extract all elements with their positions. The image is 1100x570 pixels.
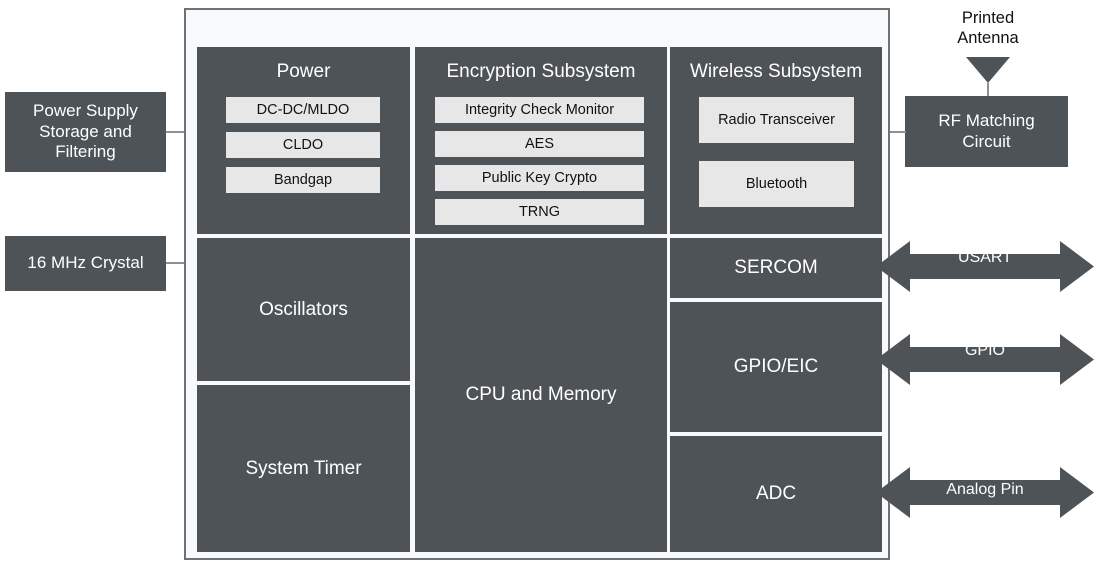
connector-crystal	[166, 262, 198, 264]
subsystem-wireless: Wireless Subsystem Radio Transceiver Blu…	[670, 47, 882, 234]
rf-matching-label: RF Matching Circuit	[938, 110, 1035, 151]
io-arrow-analog-pin-label: Analog Pin	[946, 481, 1024, 498]
block-dc-dc-mldo-label: DC-DC/MLDO	[256, 102, 350, 118]
io-arrow-gpio: GPIO	[876, 331, 1094, 388]
external-block-power-supply: Power Supply Storage and Filtering	[5, 92, 166, 172]
subsystem-wireless-title: Wireless Subsystem	[689, 61, 863, 82]
external-block-rf-matching: RF Matching Circuit	[905, 96, 1068, 167]
block-aes: AES	[435, 131, 644, 157]
block-cldo: CLDO	[226, 132, 380, 158]
block-sercom: SERCOM	[670, 238, 882, 298]
block-aes-label: AES	[524, 136, 554, 152]
block-trng-label: TRNG	[518, 204, 561, 220]
block-radio-transceiver-label: Radio Transceiver	[718, 112, 835, 128]
soc-container: Power DC-DC/MLDO CLDO Bandgap Encryption…	[184, 8, 890, 560]
block-radio-transceiver: Radio Transceiver	[699, 97, 854, 143]
subsystem-encryption-title: Encryption Subsystem	[446, 61, 636, 82]
connector-rf-matching	[879, 131, 906, 133]
block-oscillators: Oscillators	[197, 238, 410, 381]
block-oscillators-label: Oscillators	[259, 298, 348, 320]
external-block-crystal: 16 MHz Crystal	[5, 236, 166, 291]
block-bandgap-label: Bandgap	[273, 172, 333, 188]
block-adc: ADC	[670, 436, 882, 552]
subsystem-power-title: Power	[276, 61, 331, 82]
crystal-label: 16 MHz Crystal	[27, 253, 144, 273]
connector-power-supply	[166, 131, 198, 133]
block-trng: TRNG	[435, 199, 644, 225]
block-system-timer: System Timer	[197, 385, 410, 552]
block-gpio-eic: GPIO/EIC	[670, 302, 882, 432]
block-cpu-and-memory: CPU and Memory	[415, 238, 667, 552]
block-gpio-eic-label: GPIO/EIC	[733, 356, 819, 378]
io-arrow-usart-label: USART	[958, 249, 1012, 266]
power-supply-label: Power Supply Storage and Filtering	[33, 100, 138, 162]
block-bluetooth: Bluetooth	[699, 161, 854, 207]
block-bandgap: Bandgap	[226, 167, 380, 193]
block-system-timer-label: System Timer	[245, 457, 362, 479]
block-dc-dc-mldo: DC-DC/MLDO	[226, 97, 380, 123]
io-arrow-analog-pin: Analog Pin	[876, 464, 1094, 521]
io-arrow-gpio-label: GPIO	[964, 342, 1005, 359]
printed-antenna-icon	[966, 57, 1010, 83]
connector-antenna-to-rf	[987, 83, 989, 96]
block-cldo-label: CLDO	[282, 137, 324, 153]
block-integrity-check-monitor-label: Integrity Check Monitor	[464, 102, 615, 118]
io-arrow-usart: USART	[876, 238, 1094, 295]
block-bluetooth-label: Bluetooth	[745, 176, 808, 192]
block-sercom-label: SERCOM	[734, 257, 818, 279]
block-public-key-crypto: Public Key Crypto	[435, 165, 644, 191]
block-integrity-check-monitor: Integrity Check Monitor	[435, 97, 644, 123]
printed-antenna-label: Printed Antenna	[957, 9, 1019, 48]
subsystem-encryption: Encryption Subsystem Integrity Check Mon…	[415, 47, 667, 234]
block-public-key-crypto-label: Public Key Crypto	[481, 170, 598, 186]
subsystem-power: Power DC-DC/MLDO CLDO Bandgap	[197, 47, 410, 234]
block-adc-label: ADC	[755, 483, 797, 505]
block-cpu-and-memory-label: CPU and Memory	[465, 384, 617, 406]
